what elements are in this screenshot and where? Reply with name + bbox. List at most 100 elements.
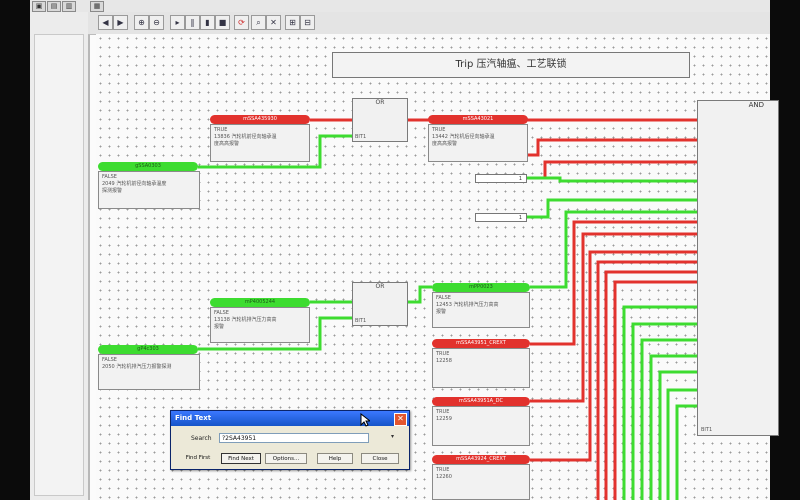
- left-panel-tree[interactable]: [34, 34, 84, 496]
- or-gate-1[interactable]: OR BIT1: [352, 98, 408, 142]
- signal-text: 13836 汽轮机前径向轴承温: [214, 134, 277, 140]
- signal-text: 12259: [436, 416, 452, 422]
- signal-description: FALSE 2049 汽轮机前径向轴承温度 探测报警: [98, 171, 200, 209]
- or-gate-foot: BIT1: [355, 318, 367, 324]
- signal-text: 探测报警: [102, 188, 123, 194]
- options-button[interactable]: Options...: [265, 453, 307, 464]
- wire-red: [604, 270, 697, 500]
- signal-state: TRUE: [436, 409, 450, 415]
- and-gate-label: AND: [748, 101, 764, 109]
- or-gate-2[interactable]: OR BIT1: [352, 282, 408, 326]
- find-next-button[interactable]: Find Next: [221, 453, 261, 464]
- signal-text: 度高高报警: [214, 141, 240, 147]
- diagram-title: Trip 压汽轴瘟、工艺联锁: [332, 52, 690, 78]
- signal-state: TRUE: [432, 127, 446, 133]
- or-gate-label: OR: [375, 283, 385, 290]
- wire-red: [530, 250, 697, 462]
- signal-state: TRUE: [214, 127, 228, 133]
- back-icon[interactable]: ◀: [98, 15, 113, 30]
- signal-description: TRUE 12258: [432, 348, 530, 388]
- print-icon[interactable]: ▦: [90, 1, 104, 12]
- wire-green: [631, 322, 697, 500]
- signal-description: FALSE 2050 汽轮机排汽压力报警探测: [98, 354, 200, 390]
- and-gate[interactable]: AND BIT1: [697, 100, 779, 436]
- wire-green: [198, 316, 352, 351]
- signal-state: FALSE: [214, 310, 229, 316]
- signal-description: TRUE 13836 汽轮机前径向轴承温 度高高报警: [210, 124, 310, 162]
- and-gate-foot: BIT1: [701, 427, 713, 433]
- wire-red: [530, 232, 697, 403]
- toolbar: ◀ ▶ ⊕ ⊖ ▸ ‖ ▮ ■ ⟳ ⌕ ✕ ⊞ ⊟: [88, 12, 770, 35]
- signal-tag[interactable]: mSSA435930: [210, 115, 310, 124]
- constant-input[interactable]: 1: [475, 174, 527, 183]
- signal-state: TRUE: [436, 467, 450, 473]
- step-icon[interactable]: ▮: [200, 15, 215, 30]
- wire-green: [530, 210, 697, 289]
- wire-red: [613, 280, 697, 500]
- signal-text: 2050 汽轮机排汽压力报警探测: [102, 364, 172, 370]
- stop-icon[interactable]: ■: [215, 15, 230, 30]
- search-input[interactable]: ?2SA43951: [219, 433, 369, 443]
- wire-green: [198, 134, 352, 169]
- signal-text: 12260: [436, 474, 452, 480]
- signal-text: 报警: [436, 309, 447, 315]
- signal-tag[interactable]: mPP0023: [432, 283, 530, 292]
- signal-state: FALSE: [102, 174, 117, 180]
- layout-icon[interactable]: ⊟: [300, 15, 315, 30]
- wire-red: [596, 260, 697, 500]
- wire-green: [649, 354, 697, 500]
- signal-text: 12453 汽轮机排汽压力高高: [436, 302, 499, 308]
- signal-tag[interactable]: gP4c303: [98, 345, 198, 354]
- signal-state: FALSE: [102, 357, 117, 363]
- constant-input[interactable]: 1: [475, 213, 527, 222]
- pause-icon[interactable]: ‖: [185, 15, 200, 30]
- wire-green: [527, 176, 697, 183]
- signal-state: TRUE: [436, 351, 450, 357]
- forward-icon[interactable]: ▶: [113, 15, 128, 30]
- search-icon[interactable]: ⌕: [251, 15, 266, 30]
- wire-green: [675, 404, 697, 500]
- wire-red: [527, 138, 697, 157]
- signal-tag[interactable]: mSSA43021: [428, 115, 528, 124]
- wire-green: [640, 338, 697, 500]
- help-button[interactable]: Help: [317, 453, 353, 464]
- wire-green: [622, 305, 697, 500]
- window-icon[interactable]: ▣: [32, 1, 46, 12]
- cross-icon[interactable]: ✕: [266, 15, 281, 30]
- save-icon[interactable]: ▤: [47, 1, 61, 12]
- menu-strip: ▣ ▤ ▥ ▦: [30, 0, 770, 13]
- signal-text: 度高高报警: [432, 141, 458, 147]
- chevron-down-icon[interactable]: ▾: [391, 433, 395, 440]
- signal-tag[interactable]: mSSA43951A_DC: [432, 397, 530, 406]
- signal-tag[interactable]: mSSA43924_CREXT: [432, 455, 530, 464]
- signal-description: TRUE 12260: [432, 464, 530, 500]
- copy-icon[interactable]: ▥: [62, 1, 76, 12]
- signal-text: 12258: [436, 358, 452, 364]
- search-label: Search: [191, 435, 212, 442]
- left-panel: [30, 12, 90, 500]
- wire-green: [658, 370, 697, 500]
- or-gate-foot: BIT1: [355, 134, 367, 140]
- close-icon[interactable]: ✕: [394, 413, 407, 426]
- signal-description: TRUE 12259: [432, 406, 530, 446]
- signal-text: 报警: [214, 324, 225, 330]
- grid-icon[interactable]: ⊞: [285, 15, 300, 30]
- zoom-out-icon[interactable]: ⊖: [149, 15, 164, 30]
- find-first-button[interactable]: Find First: [185, 455, 211, 461]
- signal-description: TRUE 13442 汽轮机后径向轴承温 度高高报警: [428, 124, 528, 162]
- signal-tag[interactable]: mSSA43951_CREXT: [432, 339, 530, 348]
- play-icon[interactable]: ▸: [170, 15, 185, 30]
- signal-text: 13138 汽轮机排汽压力高高: [214, 317, 277, 323]
- wire-red: [530, 220, 697, 346]
- signal-state: FALSE: [436, 295, 451, 301]
- wire-green: [666, 388, 697, 500]
- signal-tag[interactable]: gSSA0303: [98, 162, 198, 171]
- zoom-in-icon[interactable]: ⊕: [134, 15, 149, 30]
- signal-tag[interactable]: mP4005244: [210, 298, 310, 307]
- wire-red: [527, 160, 697, 180]
- refresh-icon[interactable]: ⟳: [234, 15, 249, 30]
- signal-description: FALSE 13138 汽轮机排汽压力高高 报警: [210, 307, 310, 343]
- close-button[interactable]: Close: [361, 453, 399, 464]
- signal-text: 2049 汽轮机前径向轴承温度: [102, 181, 167, 187]
